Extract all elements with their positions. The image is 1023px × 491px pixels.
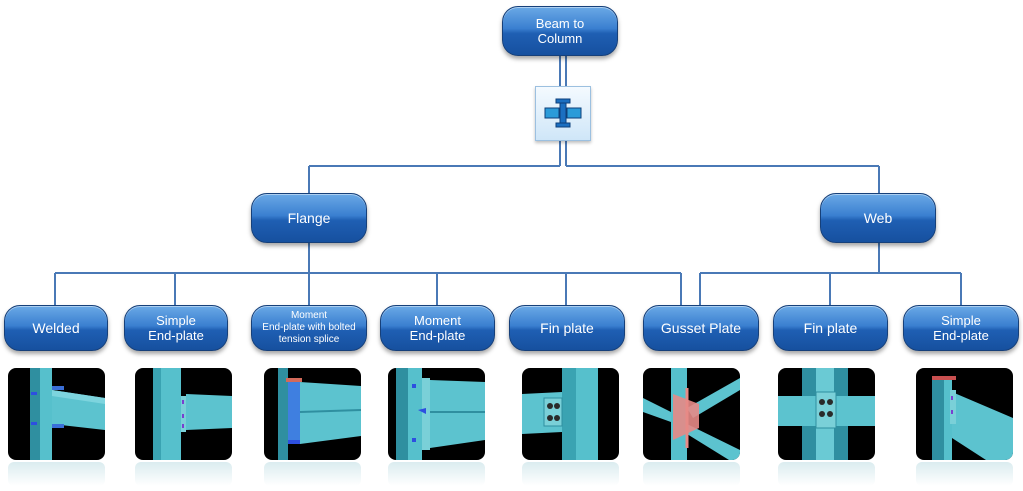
moment-end-plate-splice-thumbnail — [264, 368, 361, 460]
gusset-plate-thumbnail-reflection — [643, 462, 740, 486]
node-fin-plate-flange[interactable]: Fin plate — [509, 305, 625, 351]
node-beam-to-column[interactable]: Beam to Column — [502, 6, 618, 56]
node-simple-end-plate[interactable]: Simple End-plate — [124, 305, 228, 351]
node-fin-plate-web[interactable]: Fin plate — [773, 305, 888, 351]
node-gusset-plate[interactable]: Gusset Plate — [643, 305, 759, 351]
node-web[interactable]: Web — [820, 193, 936, 243]
simple-end-plate-web-thumbnail — [916, 368, 1013, 460]
fin-plate-flange-thumbnail — [522, 368, 619, 460]
gusset-plate-thumbnail — [643, 368, 740, 460]
moment-end-plate-splice-thumbnail-reflection — [264, 462, 361, 486]
node-welded[interactable]: Welded — [4, 305, 108, 351]
welded-connection-thumbnail — [8, 368, 105, 460]
node-moment-end-plate[interactable]: Moment End-plate — [380, 305, 495, 351]
moment-end-plate-thumbnail-reflection — [388, 462, 485, 486]
fin-plate-web-thumbnail-reflection — [778, 462, 875, 486]
node-moment-end-plate-splice[interactable]: Moment End-plate with bolted tension spl… — [251, 305, 367, 351]
simple-end-plate-thumbnail — [135, 368, 232, 460]
simple-end-plate-web-thumbnail-reflection — [916, 462, 1013, 486]
node-simple-end-plate-web[interactable]: Simple End-plate — [903, 305, 1019, 351]
node-flange[interactable]: Flange — [251, 193, 367, 243]
moment-end-plate-thumbnail — [388, 368, 485, 460]
simple-end-plate-thumbnail-reflection — [135, 462, 232, 486]
welded-thumbnail-reflection — [8, 462, 105, 486]
fin-plate-flange-thumbnail-reflection — [522, 462, 619, 486]
beam-column-connection-icon — [535, 86, 591, 141]
fin-plate-web-thumbnail — [778, 368, 875, 460]
